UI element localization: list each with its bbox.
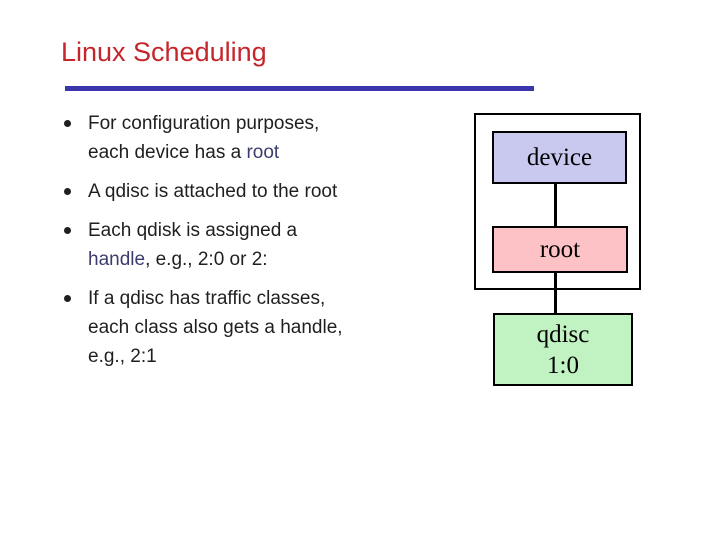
root-node: root bbox=[492, 226, 628, 273]
bullet-item: Each qdisk is assigned a handle, e.g., 2… bbox=[64, 216, 414, 274]
bullet-dot bbox=[64, 295, 71, 302]
title-underline bbox=[65, 86, 534, 91]
bullet-text-segment: A qdisc is attached to the root bbox=[88, 181, 338, 202]
bullet-text-segment: , e.g., 2:0 or 2: bbox=[145, 249, 268, 270]
bullet-dot bbox=[64, 188, 71, 195]
bullet-text: If a qdisc has traffic classes, each cla… bbox=[88, 284, 343, 371]
bullet-item: For configuration purposes, each device … bbox=[64, 109, 414, 167]
device-node: device bbox=[492, 131, 627, 184]
bullet-text-segment: For configuration purposes, each device … bbox=[88, 113, 320, 163]
bullet-text: Each qdisk is assigned a handle, e.g., 2… bbox=[88, 216, 297, 274]
connector-root-qdisc bbox=[554, 271, 557, 313]
device-label: device bbox=[526, 144, 593, 171]
bullet-dot bbox=[64, 120, 71, 127]
bullet-text-segment: Each qdisk is assigned a bbox=[88, 220, 298, 241]
bullet-highlight: root bbox=[246, 142, 280, 163]
root-label: root bbox=[539, 236, 581, 263]
bullet-list: For configuration purposes, each device … bbox=[64, 109, 414, 381]
connector-device-root bbox=[554, 184, 557, 226]
bullet-text: A qdisc is attached to the root bbox=[88, 177, 337, 206]
bullet-highlight: handle bbox=[88, 249, 146, 270]
qdisc-sublabel: 1:0 bbox=[547, 351, 579, 379]
bullet-dot bbox=[64, 227, 71, 234]
diagram-outer-box bbox=[474, 113, 641, 290]
bullet-item: A qdisc is attached to the root bbox=[64, 177, 414, 206]
bullet-text: For configuration purposes, each device … bbox=[88, 109, 319, 167]
slide-title: Linux Scheduling bbox=[61, 37, 267, 67]
qdisc-node: qdisc 1:0 bbox=[493, 313, 633, 386]
bullet-item: If a qdisc has traffic classes, each cla… bbox=[64, 284, 414, 371]
qdisc-label: qdisc bbox=[536, 320, 590, 348]
bullet-text-segment: If a qdisc has traffic classes, each cla… bbox=[88, 288, 343, 367]
